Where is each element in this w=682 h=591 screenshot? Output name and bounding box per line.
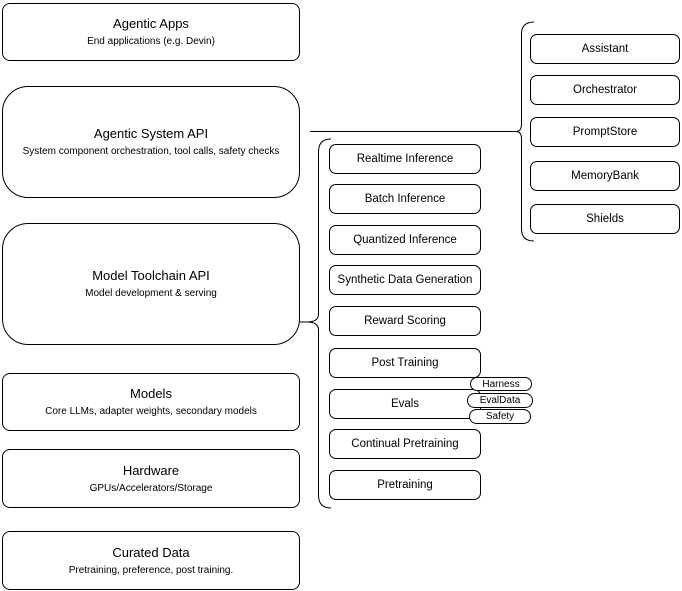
toolchain-item-post-training: Post Training: [329, 348, 481, 378]
toolchain-item-quantized-inference: Quantized Inference: [329, 225, 481, 255]
evals-tag-evaldata: EvalData: [467, 393, 533, 408]
box-title: Models: [130, 386, 172, 401]
box-label: Pretraining: [377, 479, 433, 491]
toolchain-item-continual-pretraining: Continual Pretraining: [329, 429, 481, 459]
box-title: Hardware: [122, 462, 180, 478]
system-item-orchestrator: Orchestrator: [530, 75, 680, 105]
box-title: Agentic Apps: [113, 16, 189, 31]
box-label: PromptStore: [572, 126, 638, 138]
tag-label: Harness: [482, 378, 520, 390]
system-item-shields: Shields: [530, 204, 680, 234]
box-label: Shields: [586, 213, 624, 225]
box-label: Batch Inference: [364, 193, 446, 205]
evals-tag-safety: Safety: [469, 409, 531, 424]
toolchain-item-realtime-inference: Realtime Inference: [329, 144, 481, 174]
stack-box-agentic-apps: Agentic Apps End applications (e.g. Devi…: [2, 3, 300, 61]
box-label: Realtime Inference: [356, 153, 454, 165]
box-label: Evals: [390, 398, 420, 410]
tag-label: Safety: [485, 411, 515, 422]
box-subtitle: Model development & serving: [85, 288, 217, 299]
tag-label: EvalData: [479, 395, 521, 406]
stack-box-agentic-system-api: Agentic System API System component orch…: [2, 86, 300, 198]
box-label: Synthetic Data Generation: [337, 274, 473, 286]
evals-tag-harness: Harness: [470, 377, 532, 391]
box-label: Assistant: [581, 43, 629, 55]
box-subtitle: GPUs/Accelerators/Storage: [89, 482, 213, 494]
box-label: Post Training: [371, 357, 439, 369]
box-subtitle: End applications (e.g. Devin): [87, 36, 215, 47]
stack-box-hardware: Hardware GPUs/Accelerators/Storage: [2, 449, 300, 508]
box-label: Reward Scoring: [364, 315, 446, 327]
box-label: Continual Pretraining: [351, 438, 459, 450]
toolchain-item-batch-inference: Batch Inference: [329, 184, 481, 214]
box-label: MemoryBank: [571, 170, 639, 182]
toolchain-item-pretraining: Pretraining: [329, 470, 481, 500]
box-subtitle: Pretraining, preference, post training.: [68, 564, 234, 576]
box-subtitle: System component orchestration, tool cal…: [22, 146, 280, 157]
box-subtitle: Core LLMs, adapter weights, secondary mo…: [45, 406, 257, 417]
box-title: Curated Data: [112, 544, 190, 560]
box-label: Orchestrator: [573, 84, 637, 96]
box-title: Agentic System API: [93, 126, 209, 141]
stack-box-curated-data: Curated Data Pretraining, preference, po…: [2, 531, 300, 590]
box-title: Model Toolchain API: [92, 268, 210, 283]
toolchain-item-synthetic-data-generation: Synthetic Data Generation: [329, 265, 481, 295]
toolchain-item-evals: Evals: [329, 389, 481, 419]
stack-box-model-toolchain-api: Model Toolchain API Model development & …: [2, 223, 300, 345]
toolchain-item-reward-scoring: Reward Scoring: [329, 306, 481, 336]
stack-box-models: Models Core LLMs, adapter weights, secon…: [2, 373, 300, 431]
system-item-promptstore: PromptStore: [530, 117, 680, 147]
system-item-assistant: Assistant: [530, 34, 680, 64]
system-item-memorybank: MemoryBank: [530, 161, 680, 191]
box-label: Quantized Inference: [353, 234, 457, 246]
toolchain-brace: [306, 138, 332, 509]
